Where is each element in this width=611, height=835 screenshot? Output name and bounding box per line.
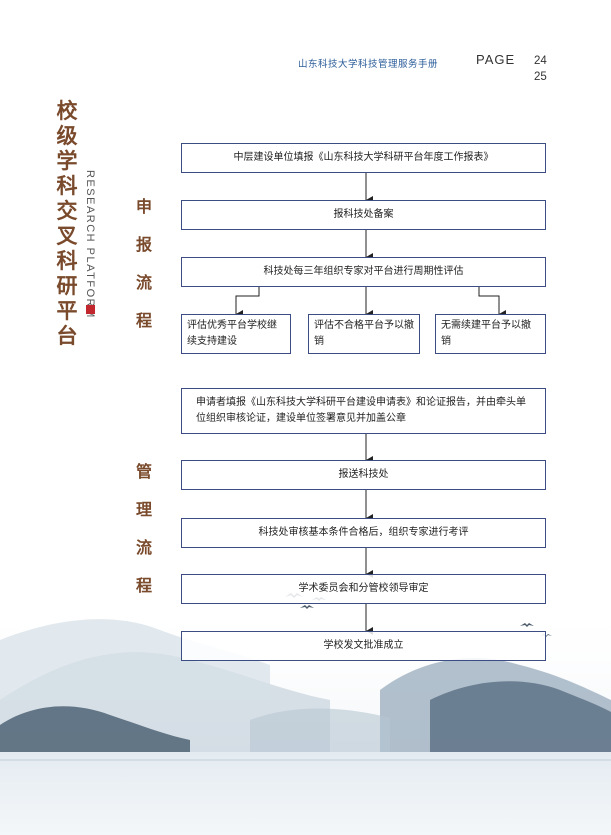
label-char: 程 (135, 311, 152, 330)
manage-step-expert-review: 科技处审核基本条件合格后，组织专家进行考评 (181, 518, 546, 548)
title-char: 平 (56, 298, 78, 323)
branch-excellent-continue: 评估优秀平台学校继续支持建设 (181, 314, 291, 354)
branch-unqualified-revoke: 评估不合格平台予以撤销 (308, 314, 420, 354)
label-char: 理 (135, 500, 152, 519)
title-char: 台 (56, 323, 78, 348)
red-marker (86, 305, 95, 314)
title-char: 级 (56, 123, 78, 148)
page-number-right: 25 (534, 71, 547, 83)
apply-process-label: 申 报 流 程 (131, 193, 157, 331)
section-title-vertical: 校 级 学 科 交 叉 科 研 平 台 (52, 98, 82, 348)
label-char: 申 (135, 197, 152, 216)
section-title-english: RESEARCH PLATFORM (84, 170, 96, 319)
title-char: 交 (56, 198, 78, 223)
manage-step-submit-application: 申请者填报《山东科技大学科研平台建设申请表》和论证报告，并由牵头单位组织审核论证… (181, 388, 546, 434)
label-char: 管 (135, 462, 152, 481)
apply-step-fill-report: 中层建设单位填报《山东科技大学科研平台年度工作报表》 (181, 143, 546, 173)
title-char: 校 (56, 98, 78, 123)
apply-step-periodic-evaluation: 科技处每三年组织专家对平台进行周期性评估 (181, 257, 546, 287)
label-char: 报 (135, 235, 152, 254)
handbook-title: 山东科技大学科技管理服务手册 (298, 59, 439, 70)
manage-step-official-approval: 学校发文批准成立 (181, 631, 546, 661)
title-char: 叉 (56, 223, 78, 248)
label-char: 程 (135, 576, 152, 595)
title-char: 科 (56, 173, 78, 198)
page-label: PAGE (476, 52, 516, 67)
manage-step-committee-approval: 学术委员会和分管校领导审定 (181, 574, 546, 604)
branch-no-renewal-revoke: 无需续建平台予以撤销 (435, 314, 546, 354)
page-number-left: 24 (534, 55, 547, 67)
manage-process-label: 管 理 流 程 (131, 458, 157, 596)
page-numbers: 24 25 (534, 53, 547, 85)
title-char: 科 (56, 248, 78, 273)
title-char: 研 (56, 273, 78, 298)
label-char: 流 (135, 538, 152, 557)
apply-step-file-record: 报科技处备案 (181, 200, 546, 230)
title-char: 学 (56, 148, 78, 173)
manage-step-send-to-office: 报送科技处 (181, 460, 546, 490)
label-char: 流 (135, 273, 152, 292)
